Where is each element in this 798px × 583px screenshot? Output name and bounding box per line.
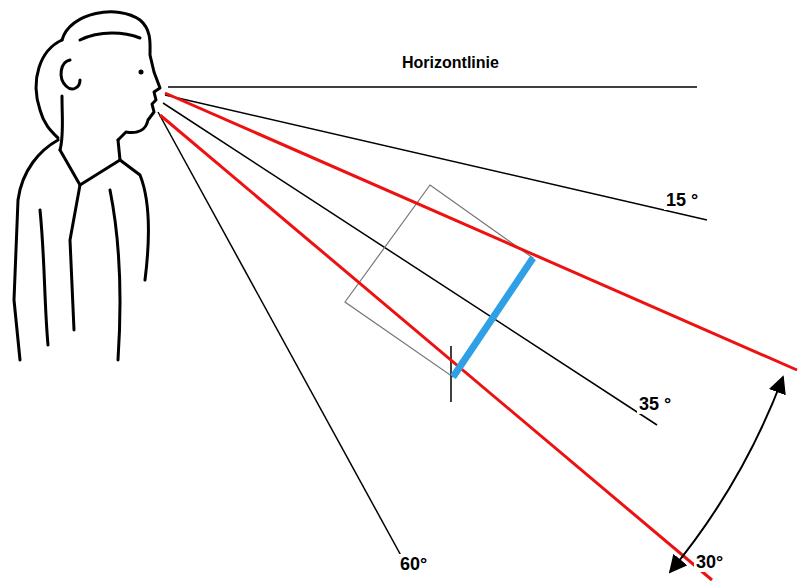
angle-label: 35 ° (637, 394, 673, 414)
person-figure (14, 12, 160, 360)
angle-label: 30° (694, 552, 725, 572)
angle-lines (158, 95, 707, 572)
view-range-lines (160, 93, 797, 580)
horizon-line (168, 86, 697, 88)
angle-label: 15 ° (664, 190, 700, 210)
screen (453, 258, 533, 377)
angle-arc (670, 377, 783, 572)
angle-label: 60° (398, 554, 429, 574)
angle-label: Horizontlinie (400, 54, 501, 72)
